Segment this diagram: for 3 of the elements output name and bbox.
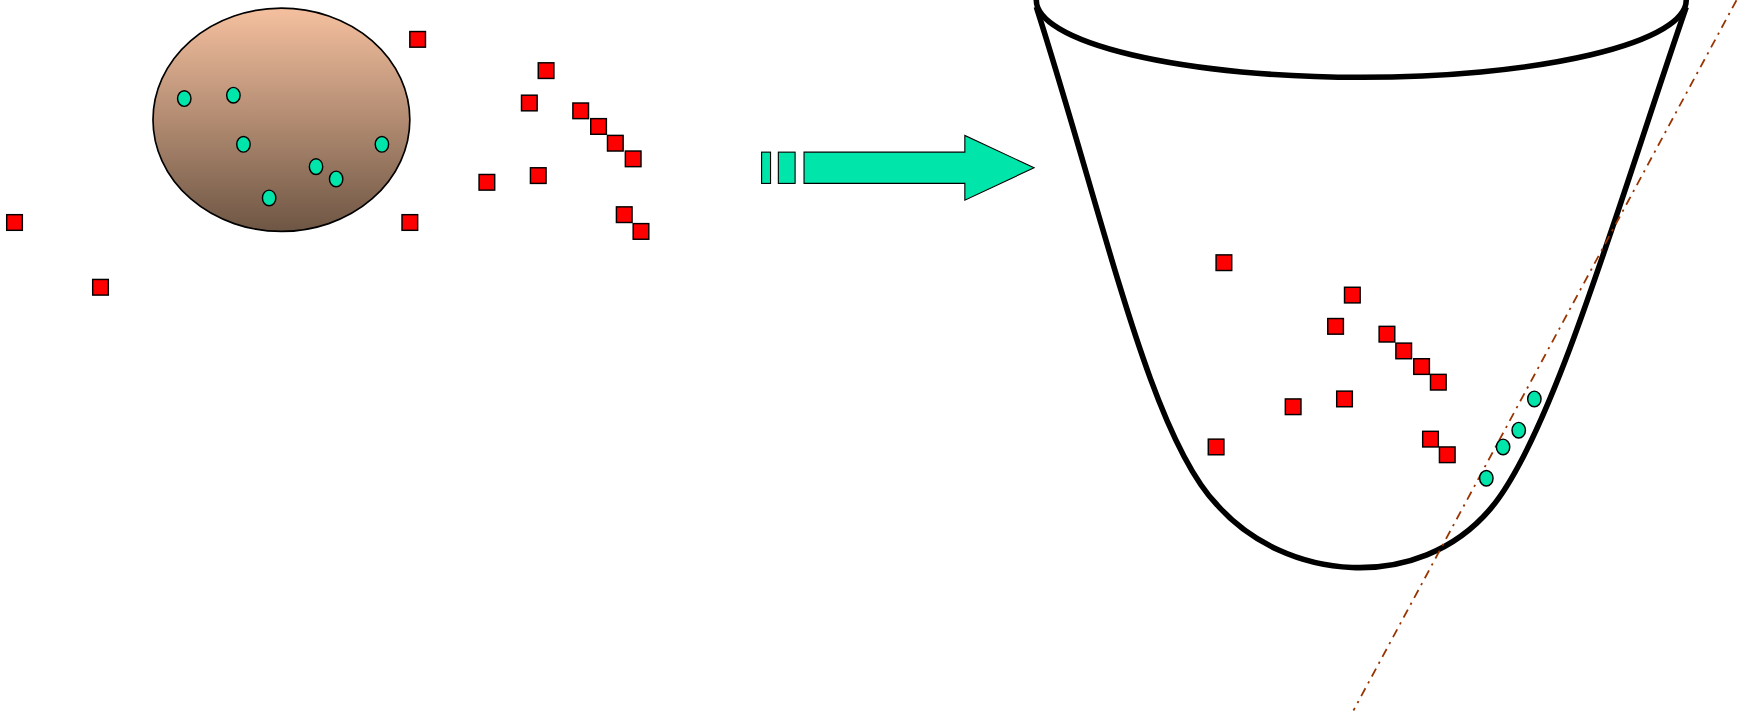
bowl-surface (1033, 0, 1689, 570)
block-arrow (761, 134, 1036, 202)
cluster-ellipse (152, 7, 411, 233)
